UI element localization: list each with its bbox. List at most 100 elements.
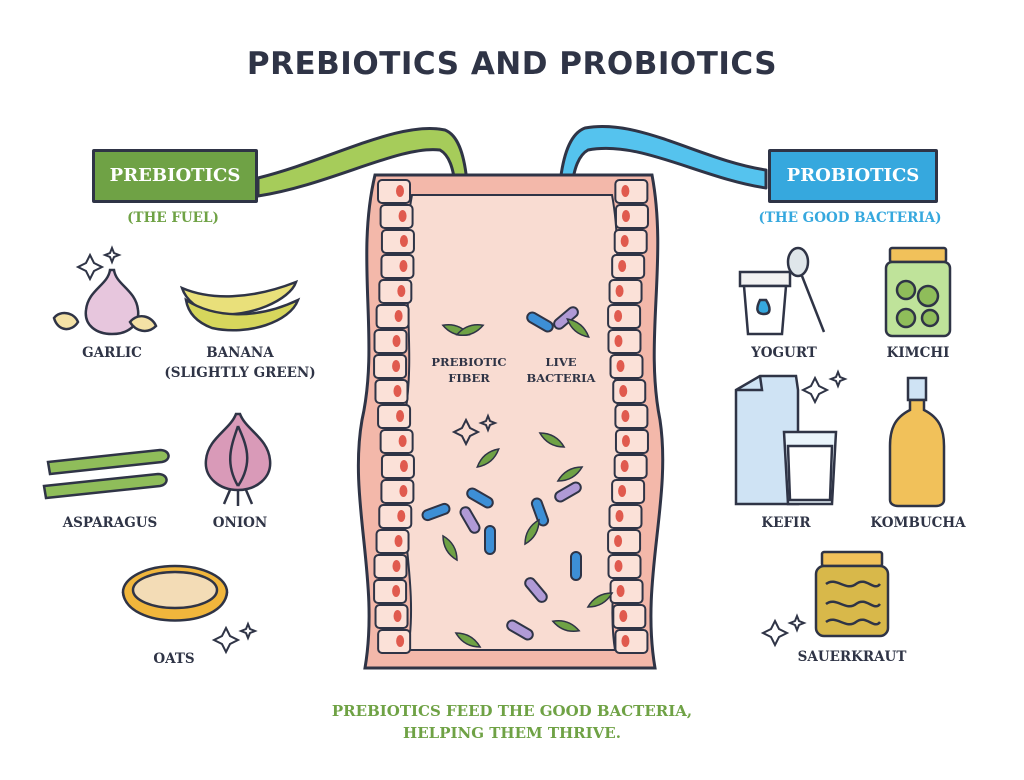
bacteria-icon xyxy=(554,481,582,503)
onion-icon xyxy=(204,412,272,506)
microbes xyxy=(421,306,614,648)
intestinal-cell xyxy=(607,554,642,579)
bacteria-icon xyxy=(466,487,494,509)
cell-nucleus xyxy=(397,285,406,297)
intestinal-cell xyxy=(614,204,649,229)
fiber-label: PREBIOTIC FIBER xyxy=(424,354,514,386)
bacteria-label: LIVE BACTERIA xyxy=(516,354,606,386)
intestinal-cell xyxy=(379,429,414,454)
sparkle-icon xyxy=(75,252,105,282)
sparkle-icon xyxy=(787,613,807,633)
banana-label: BANANA xyxy=(206,345,274,361)
intestinal-cell xyxy=(607,304,642,329)
fiber-icon xyxy=(566,318,590,338)
intestinal-cell xyxy=(608,279,643,304)
intestinal-cell xyxy=(612,604,647,629)
cell-nucleus xyxy=(393,610,402,622)
cell-nucleus xyxy=(396,185,404,197)
sparkles xyxy=(75,245,848,655)
bacteria-icon xyxy=(530,497,550,527)
cell-nucleus xyxy=(619,610,628,622)
cell-nucleus xyxy=(392,585,401,597)
intestinal-cell xyxy=(374,379,409,404)
probiotics-subtitle: (THE GOOD BACTERIA) xyxy=(758,210,942,226)
yogurt-label: YOGURT xyxy=(751,345,817,361)
probiotics-badge: PROBIOTICS xyxy=(768,149,938,203)
intestinal-cell xyxy=(612,379,647,404)
intestinal-cell xyxy=(377,629,412,654)
prebiotics-badge: PREBIOTICS xyxy=(92,149,258,203)
cell-nucleus xyxy=(621,635,630,647)
sparkle-icon xyxy=(238,621,258,641)
intestine xyxy=(356,173,665,670)
fiber-label-line1: PREBIOTIC xyxy=(431,355,507,369)
sparkle-icon xyxy=(211,625,241,655)
sparkle-icon xyxy=(102,245,122,265)
sparkle-icon xyxy=(760,618,790,648)
fiber-icon xyxy=(455,324,485,336)
intestinal-cell xyxy=(614,629,649,654)
fiber-icon xyxy=(524,518,540,546)
intestinal-cell xyxy=(380,454,415,479)
sparkle-icon xyxy=(800,375,830,405)
banana-icon xyxy=(179,279,301,332)
cell-nucleus xyxy=(614,310,623,322)
cell-nucleus xyxy=(392,360,401,372)
cell-nucleus xyxy=(392,560,401,572)
cell-nucleus xyxy=(620,460,629,472)
yogurt-icon xyxy=(738,246,826,336)
fiber-icon xyxy=(476,448,500,468)
onion-label: ONION xyxy=(212,515,268,531)
page-title: PREBIOTICS AND PROBIOTICS xyxy=(246,46,778,82)
intestinal-cell xyxy=(374,604,409,629)
intestinal-cell xyxy=(611,254,646,279)
intestinal-cell xyxy=(375,529,410,554)
cell-nucleus xyxy=(618,260,627,272)
bacteria-icon xyxy=(459,506,481,534)
cell-nucleus xyxy=(615,510,624,522)
cell-nucleus xyxy=(396,635,405,647)
garlic-label: GARLIC xyxy=(82,345,142,361)
cell-nucleus xyxy=(621,410,630,422)
bacteria-icon xyxy=(421,502,451,522)
intestinal-cell xyxy=(375,304,410,329)
cell-nucleus xyxy=(399,460,408,472)
bacteria-label-line2: BACTERIA xyxy=(526,371,596,385)
bacteria-icon xyxy=(524,577,548,603)
footer-caption: PREBIOTICS FEED THE GOOD BACTERIA, HELPI… xyxy=(262,700,762,744)
cell-nucleus xyxy=(397,510,406,522)
cell-nucleus xyxy=(394,535,403,547)
cell-nucleus xyxy=(619,385,628,397)
intestinal-cell xyxy=(607,329,642,354)
cell-nucleus xyxy=(393,385,402,397)
intestinal-cell xyxy=(378,504,413,529)
sauerkraut-icon xyxy=(814,550,890,638)
intestinal-cell xyxy=(379,204,414,229)
cell-nucleus xyxy=(621,435,630,447)
asparagus-icon xyxy=(42,448,170,500)
fiber-icon xyxy=(442,534,458,562)
sparkle-icon xyxy=(451,417,481,447)
fiber-icon xyxy=(586,592,614,608)
bacteria-icon xyxy=(506,619,534,641)
sparkle-icon xyxy=(828,369,848,389)
kefir-icon xyxy=(734,374,838,506)
cell-nucleus xyxy=(399,235,408,247)
kombucha-icon xyxy=(888,376,946,508)
cell-nucleus xyxy=(394,310,403,322)
cell-nucleus xyxy=(621,185,630,197)
intestinal-cell xyxy=(373,554,408,579)
intestinal-cell xyxy=(380,479,415,504)
oats-icon xyxy=(121,564,229,622)
cell-nucleus xyxy=(398,435,407,447)
intestinal-cell xyxy=(607,529,642,554)
bacteria-icon xyxy=(570,551,582,581)
cell-nucleus xyxy=(396,410,405,422)
cell-nucleus xyxy=(620,235,629,247)
bacteria-icon xyxy=(526,311,554,333)
footer-line1: PREBIOTICS FEED THE GOOD BACTERIA, xyxy=(331,702,693,720)
sparkle-icon xyxy=(478,413,498,433)
cell-nucleus xyxy=(616,360,625,372)
intestinal-cell xyxy=(373,579,408,604)
intestinal-cell xyxy=(373,329,408,354)
